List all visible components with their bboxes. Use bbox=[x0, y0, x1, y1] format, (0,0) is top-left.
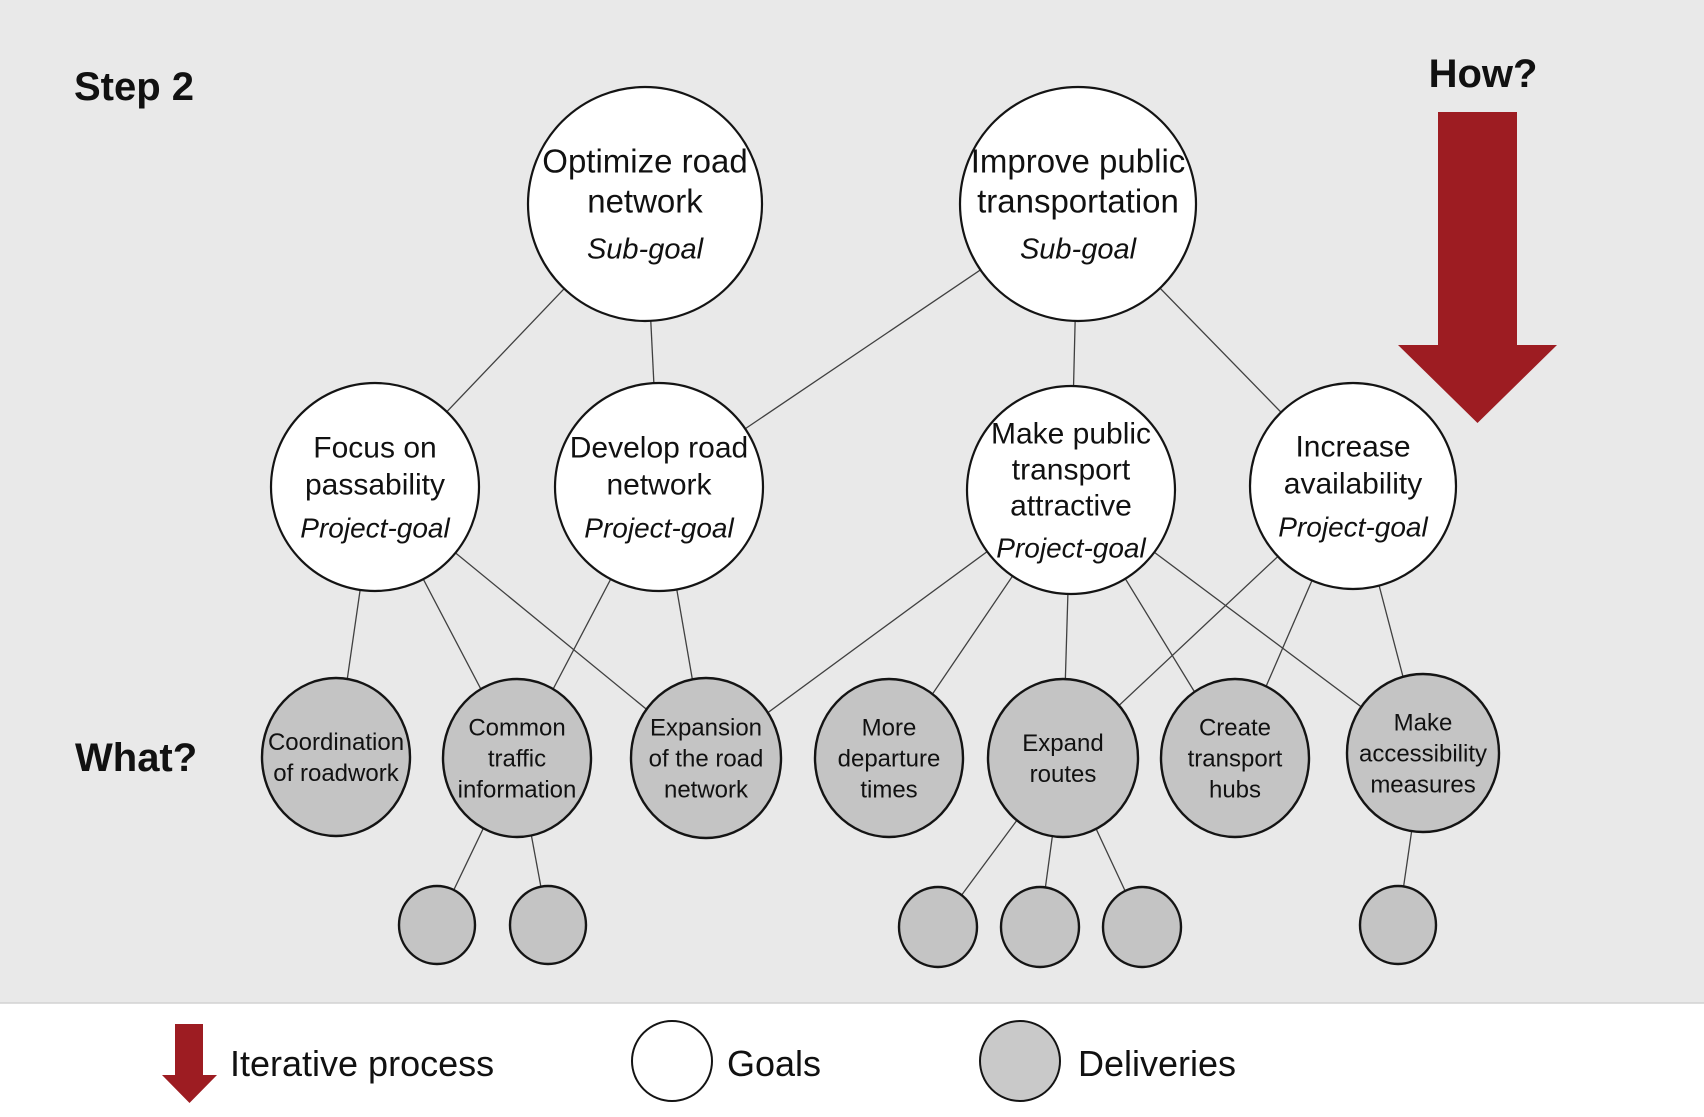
node-improve-label-line: Improve public bbox=[971, 143, 1186, 180]
legend: Iterative process Goals Deliveries bbox=[162, 1020, 1236, 1103]
node-increase-label-line: Increase bbox=[1295, 431, 1410, 464]
delivery-circle-d4 bbox=[999, 885, 1081, 969]
node-focus-label-line: passability bbox=[305, 469, 445, 502]
step-label: Step 2 bbox=[74, 65, 194, 109]
node-develop-label-line: Develop road bbox=[570, 432, 748, 465]
node-optimize-sublabel: Sub-goal bbox=[587, 234, 705, 266]
node-optimize-label-line: network bbox=[587, 183, 703, 220]
delivery-circle-d5 bbox=[1101, 885, 1183, 969]
node-expansion-label-line: of the road bbox=[649, 745, 764, 772]
node-d1 bbox=[397, 884, 477, 966]
node-optimize-label-line: Optimize road bbox=[542, 143, 747, 180]
node-hubs-label-line: Create bbox=[1199, 714, 1271, 741]
node-improve-label-line: transportation bbox=[977, 183, 1179, 220]
iterative-process-arrow-icon bbox=[1398, 112, 1557, 423]
node-hubs-label-line: hubs bbox=[1209, 776, 1261, 803]
node-expand: Expand routes bbox=[986, 677, 1140, 839]
node-d4 bbox=[999, 885, 1081, 969]
node-expansion: Expansion of the road network bbox=[629, 676, 783, 840]
node-develop-sublabel: Project-goal bbox=[584, 513, 734, 544]
node-accessibility-label-line: accessibility bbox=[1359, 740, 1487, 767]
node-accessibility: Make accessibility measures bbox=[1345, 672, 1501, 834]
node-d6 bbox=[1358, 884, 1438, 966]
legend-goal-icon bbox=[631, 1020, 713, 1102]
legend-deliveries-label: Deliveries bbox=[1078, 1043, 1236, 1084]
node-accessibility-label-line: measures bbox=[1370, 771, 1475, 798]
delivery-circle-d1 bbox=[397, 884, 477, 966]
node-hubs: Create transport hubs bbox=[1159, 677, 1311, 839]
node-expand-label-line: routes bbox=[1030, 761, 1097, 788]
legend-goals-label: Goals bbox=[727, 1043, 821, 1084]
node-increase-label-line: availability bbox=[1284, 468, 1422, 501]
legend-arrow-icon bbox=[162, 1024, 217, 1103]
node-make-public-label-line: attractive bbox=[1010, 490, 1132, 523]
node-expand-label-line: Expand bbox=[1022, 730, 1103, 757]
how-label: How? bbox=[1429, 52, 1538, 96]
delivery-circle-common bbox=[441, 677, 593, 839]
node-increase-sublabel: Project-goal bbox=[1278, 512, 1428, 543]
what-label: What? bbox=[75, 736, 197, 780]
goal-circle-make-public bbox=[965, 384, 1177, 596]
legend-background bbox=[0, 1003, 1704, 1117]
delivery-circle-d3 bbox=[897, 885, 979, 969]
node-d2 bbox=[508, 884, 588, 966]
goal-circle-develop bbox=[553, 381, 765, 593]
goal-circle-optimize bbox=[526, 85, 764, 323]
delivery-circle-more bbox=[813, 677, 965, 839]
node-develop-label-line: network bbox=[606, 469, 712, 502]
node-more-label-line: departure bbox=[838, 745, 941, 772]
node-focus-label-line: Focus on bbox=[313, 432, 436, 465]
node-common: Common traffic information bbox=[441, 677, 593, 839]
node-more-label-line: More bbox=[862, 714, 917, 741]
delivery-circle-coordination bbox=[260, 676, 412, 838]
node-expansion-label-line: network bbox=[664, 776, 749, 803]
delivery-circle-d2 bbox=[508, 884, 588, 966]
node-improve-sublabel: Sub-goal bbox=[1020, 234, 1138, 266]
node-accessibility-label-line: Make bbox=[1394, 709, 1453, 736]
node-d5 bbox=[1101, 885, 1183, 969]
delivery-circle-expand bbox=[986, 677, 1140, 839]
legend-iterative-label: Iterative process bbox=[230, 1043, 494, 1084]
node-hubs-label-line: transport bbox=[1188, 745, 1283, 772]
node-make-public-label-line: transport bbox=[1012, 454, 1131, 487]
node-common-label-line: traffic bbox=[488, 745, 546, 772]
node-coordination-label-line: of roadwork bbox=[273, 760, 399, 787]
node-focus-sublabel: Project-goal bbox=[300, 513, 450, 544]
delivery-circle-hubs bbox=[1159, 677, 1311, 839]
node-more-label-line: times bbox=[860, 776, 917, 803]
node-more: More departure times bbox=[813, 677, 965, 839]
node-d3 bbox=[897, 885, 979, 969]
node-coordination: Coordination of roadwork bbox=[260, 676, 412, 838]
node-coordination-label-line: Coordination bbox=[268, 729, 404, 756]
node-make-public: Make publictransportattractiveProject-go… bbox=[965, 384, 1177, 596]
delivery-circle-expansion bbox=[629, 676, 783, 840]
node-make-public-sublabel: Project-goal bbox=[996, 533, 1146, 564]
goal-circle-improve bbox=[958, 85, 1198, 323]
node-common-label-line: information bbox=[458, 776, 577, 803]
goal-circle-increase bbox=[1248, 381, 1458, 591]
node-make-public-label-line: Make public bbox=[991, 418, 1151, 451]
delivery-circle-d6 bbox=[1358, 884, 1438, 966]
node-expansion-label-line: Expansion bbox=[650, 714, 762, 741]
delivery-circle-accessibility bbox=[1345, 672, 1501, 834]
goal-circle-focus bbox=[269, 381, 481, 593]
legend-delivery-icon bbox=[979, 1020, 1061, 1102]
node-common-label-line: Common bbox=[468, 714, 565, 741]
